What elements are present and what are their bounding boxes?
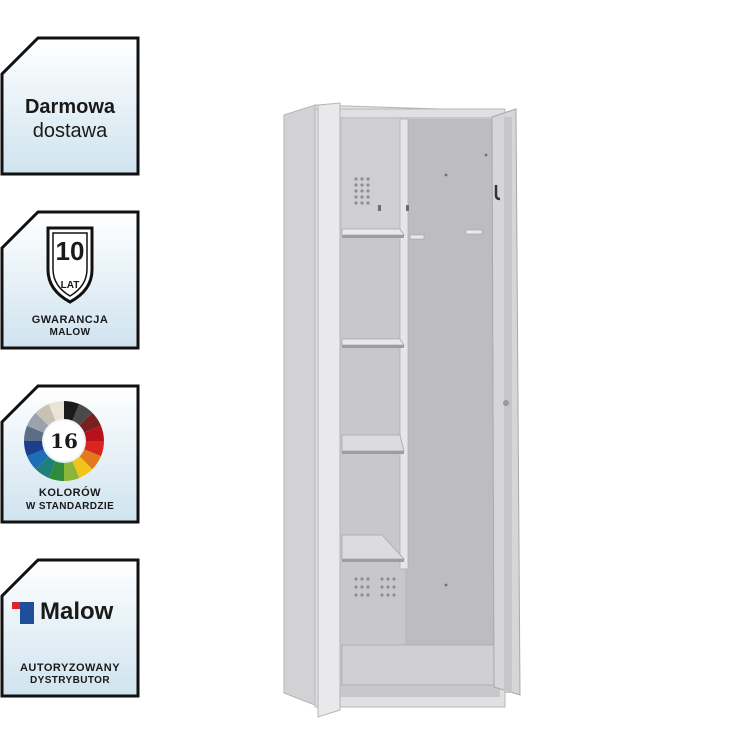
badge-frame	[0, 210, 140, 350]
color-swatch	[64, 401, 80, 421]
warranty-unit: LAT	[60, 280, 80, 291]
warranty-line1: GWARANCJA	[31, 314, 109, 326]
authorized-distributor-badge: Malow AUTORYZOWANY DYSTRYBUTOR	[0, 558, 140, 698]
warranty-line2: MALOW	[49, 327, 91, 338]
color-swatch	[48, 401, 64, 421]
badge-frame	[0, 36, 140, 176]
ventilation-holes	[354, 177, 370, 205]
badge-frame	[0, 384, 140, 524]
free-delivery-line1: Darmowa	[24, 96, 116, 118]
shelf	[341, 338, 405, 346]
cabinet-side-panel	[283, 104, 316, 706]
colors-line2: W STANDARDZIE	[25, 501, 115, 512]
color-swatch	[79, 412, 101, 433]
warranty-badge: 10 LAT GWARANCJA MALOW	[0, 210, 140, 350]
shelf	[341, 434, 405, 452]
cabinet-left-door	[317, 102, 341, 718]
color-swatch	[48, 461, 64, 481]
colors-count: 16	[50, 429, 78, 453]
color-swatch	[84, 425, 105, 441]
brand-line1: AUTORYZOWANY	[19, 662, 121, 674]
color-swatch	[64, 461, 80, 481]
color-swatch	[72, 456, 93, 478]
badge-frame	[0, 558, 140, 698]
color-swatch	[84, 441, 105, 457]
ventilation-holes	[354, 577, 396, 597]
brand-line2: DYSTRYBUTOR	[30, 675, 110, 686]
color-swatch	[27, 412, 49, 433]
color-swatch	[35, 404, 56, 426]
color-swatch	[24, 441, 44, 457]
shelf	[341, 228, 405, 236]
door-hook-icon	[494, 185, 501, 201]
brand-name: Malow	[40, 598, 114, 625]
shield-icon	[46, 226, 94, 304]
warranty-number: 10	[55, 236, 85, 266]
colors-line1: KOLORÓW	[38, 487, 102, 499]
free-delivery-badge: Darmowa dostawa	[0, 36, 140, 176]
color-swatch	[72, 404, 93, 426]
malow-logo-icon	[12, 602, 34, 624]
color-swatch	[79, 449, 101, 470]
color-wheel-icon	[24, 401, 105, 481]
color-swatch	[35, 456, 56, 478]
color-swatch	[24, 425, 44, 441]
locker-cabinet-image	[283, 102, 521, 718]
free-delivery-line2: dostawa	[32, 120, 108, 142]
colors-badge: 16 KOLORÓW W STANDARDZIE	[0, 384, 140, 524]
color-swatch	[27, 449, 49, 470]
lock-icon	[503, 400, 509, 406]
